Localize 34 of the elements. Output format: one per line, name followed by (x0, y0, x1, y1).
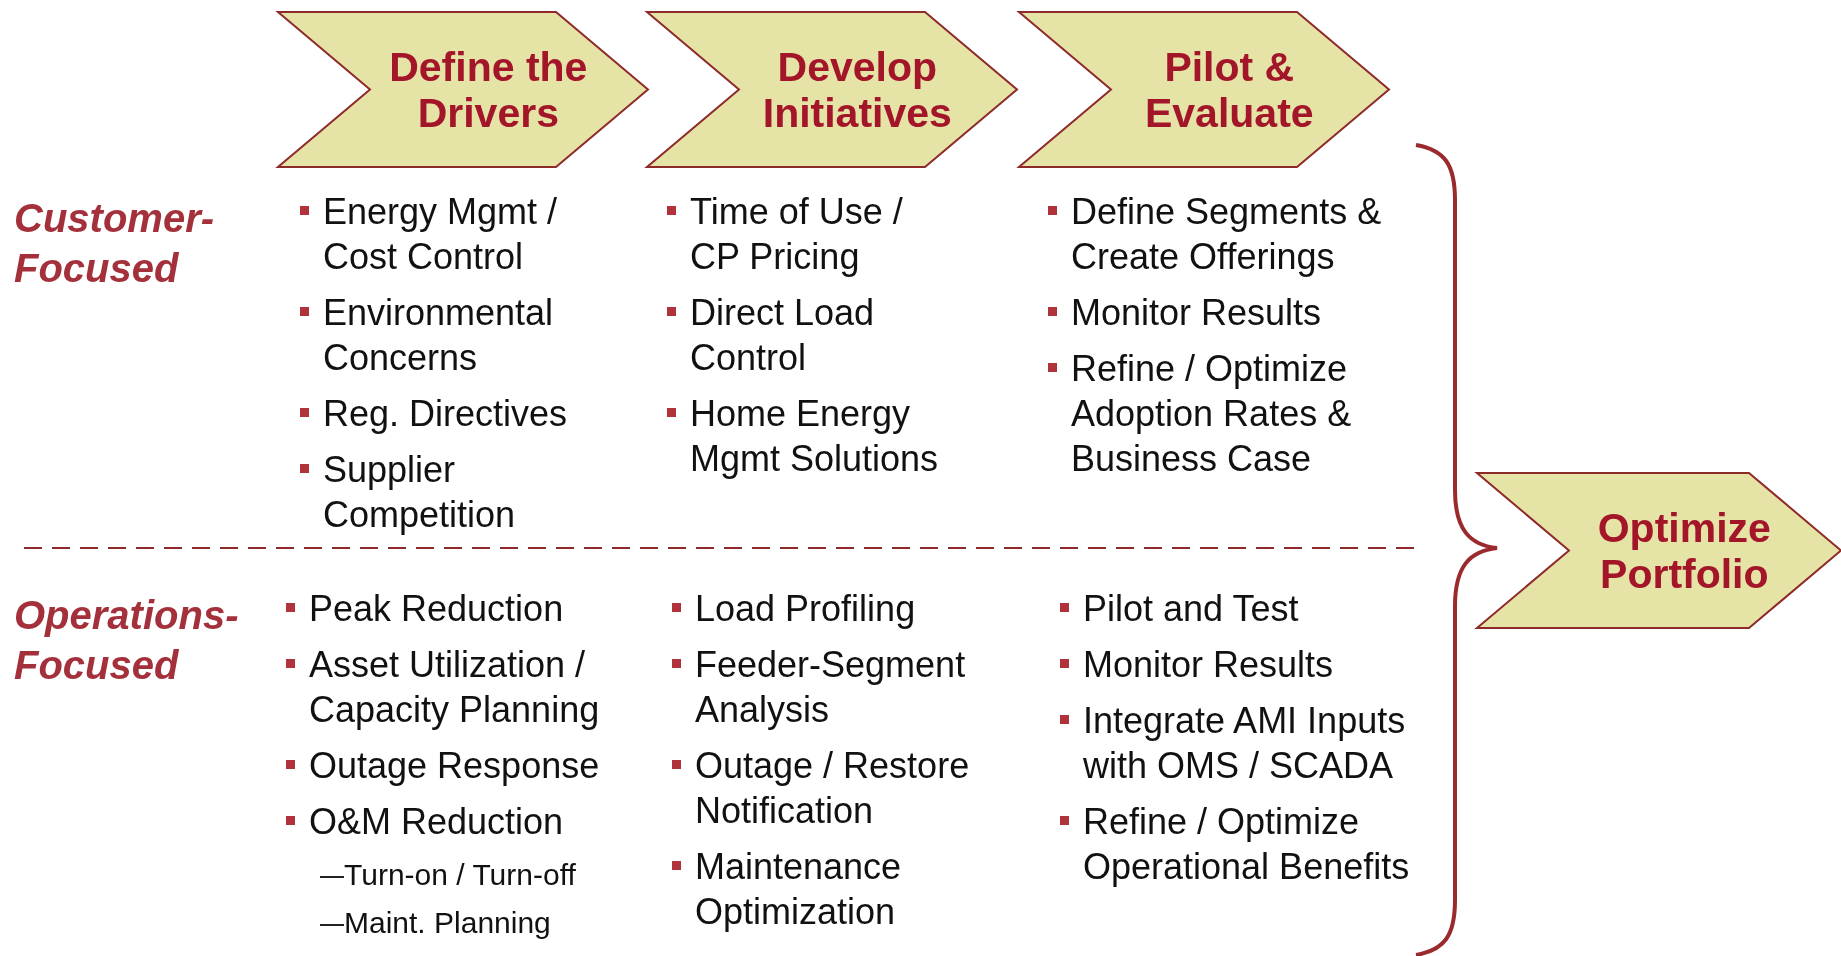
bullet-item: Time of Use / CP Pricing (667, 189, 957, 279)
step-title: Pilot & Evaluate (1143, 43, 1315, 136)
bullet-item: Refine / Optimize Operational Benefits (1060, 799, 1425, 889)
bullet-item: Refine / Optimize Adoption Rates & Business Case (1048, 346, 1423, 481)
bullet-item: Define Segments & Create Offerings (1048, 189, 1423, 279)
bullet-item: Outage Response (286, 743, 616, 788)
bullet-item: Reg. Directives (300, 391, 585, 436)
bullet-item: Pilot and Test (1060, 586, 1425, 631)
bullet-item: Monitor Results (1060, 642, 1425, 687)
step-title: Optimize Portfolio (1596, 504, 1772, 597)
bullet-item: Environmental Concerns (300, 290, 585, 380)
row-heading: Operations-Focused (14, 592, 240, 689)
bullet-item: Energy Mgmt / Cost Control (300, 189, 585, 279)
sub-item: Maint. Planning (286, 903, 616, 943)
bullet-item: Peak Reduction (286, 586, 616, 631)
bullet-item: Asset Utilization / Capacity Planning (286, 642, 616, 732)
bullet-item: Home Energy Mgmt Solutions (667, 391, 957, 481)
bullet-item: Direct Load Control (667, 290, 957, 380)
bullet-item: O&M Reduction (286, 799, 616, 844)
bullet-item: Integrate AMI Inputs with OMS / SCADA (1060, 698, 1425, 788)
bullet-item: Feeder-Segment Analysis (672, 642, 977, 732)
row-heading: Customer-Focused (14, 195, 216, 292)
chevron-step (278, 12, 648, 167)
bullet-item: Load Profiling (672, 586, 977, 631)
sub-item: Turn-on / Turn-off (286, 855, 616, 895)
bullet-item: Outage / Restore Notification (672, 743, 977, 833)
step-title: Define the Drivers (388, 43, 589, 136)
chevron-step (1477, 473, 1841, 628)
bullet-item: Maintenance Optimization (672, 844, 977, 934)
chevron-step (1019, 12, 1389, 167)
bullet-item: Monitor Results (1048, 290, 1423, 335)
bullet-item: Supplier Competition (300, 447, 585, 537)
chevron-step (647, 12, 1017, 167)
step-title: Develop Initiatives (761, 43, 953, 136)
